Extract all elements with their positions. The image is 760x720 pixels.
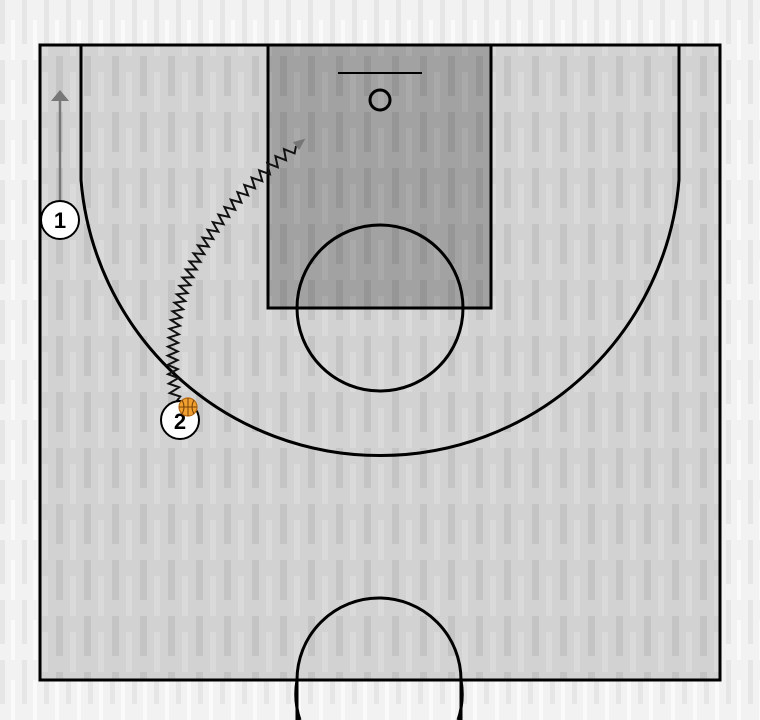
center-circle-lower — [294, 679, 464, 720]
player-1-marker — [40, 200, 80, 240]
player-1-cut-arrow — [51, 90, 69, 200]
rim — [368, 88, 392, 112]
player-1[interactable]: 1 — [40, 200, 80, 240]
player-2[interactable]: 2 — [160, 397, 200, 440]
free-throw-circle — [295, 223, 465, 393]
dribble-arrow-head — [292, 138, 306, 150]
center-circle — [295, 596, 463, 720]
paint-area — [266, 43, 493, 310]
player-2-label: 2 — [174, 409, 186, 434]
player-1-label: 1 — [54, 208, 66, 233]
three-point-line — [79, 45, 681, 458]
basketball-icon — [178, 397, 198, 417]
arrow-up-icon — [51, 90, 69, 101]
player-2-dribble-path — [165, 145, 297, 403]
